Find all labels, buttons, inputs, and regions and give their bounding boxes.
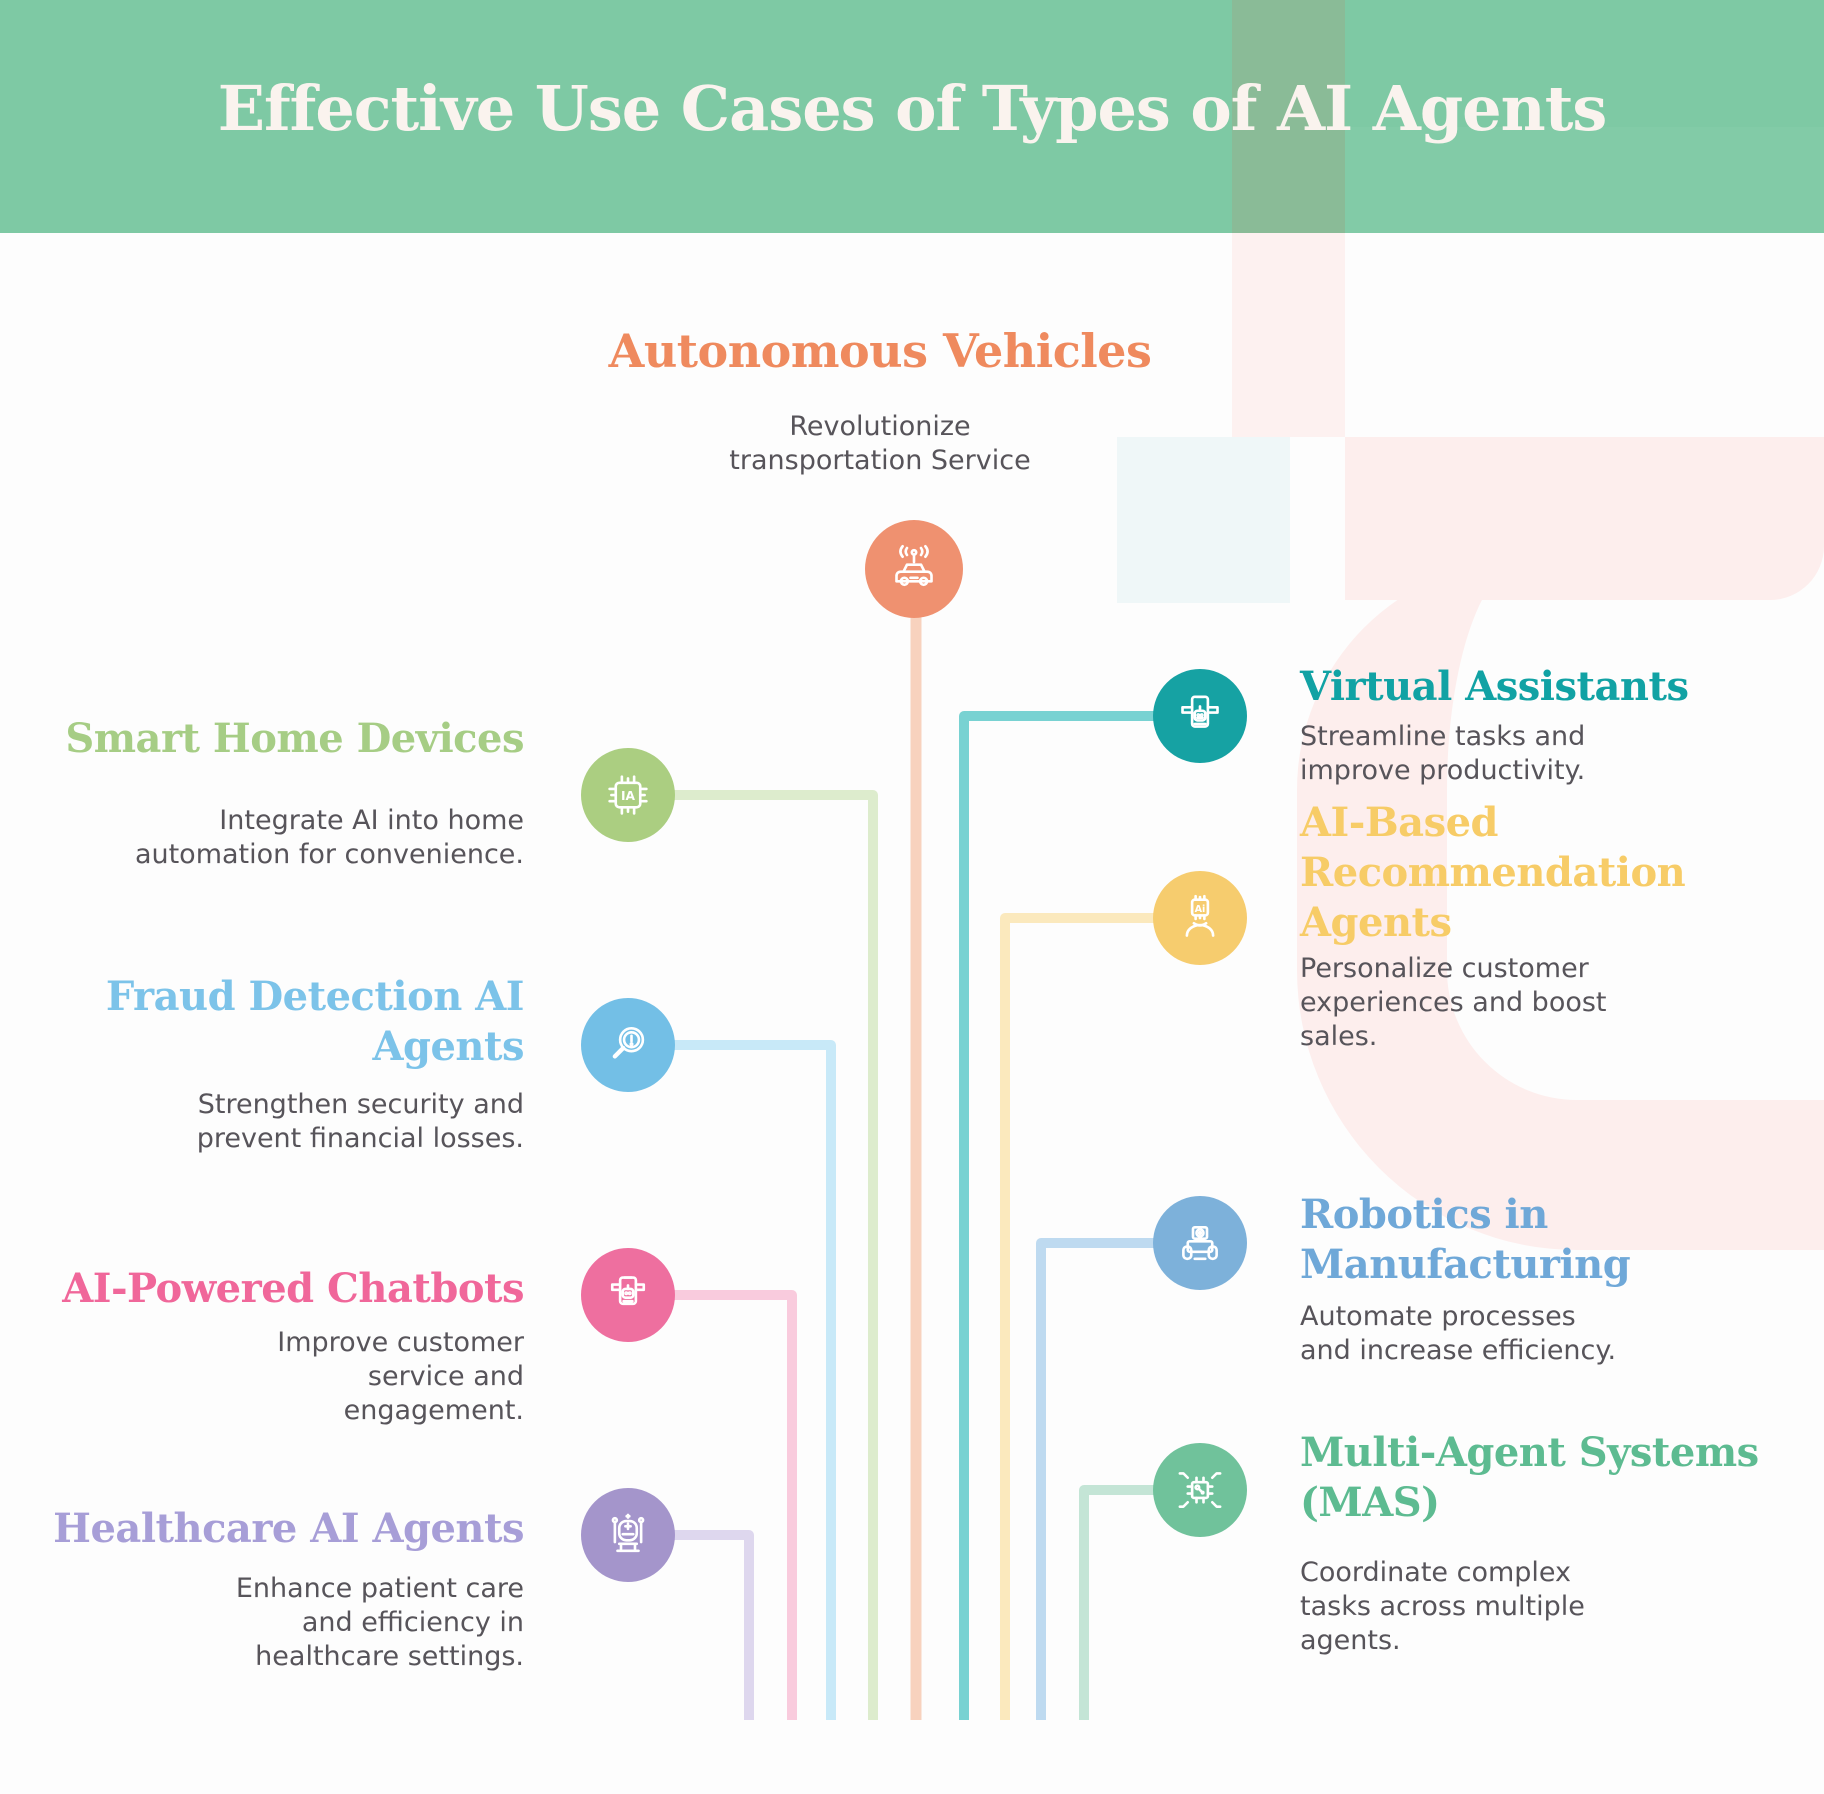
item-description-autonomous-vehicles: Revolutionize transportation Service: [729, 411, 1031, 476]
item-description-ai-recommendation: Personalize customer experiences and boo…: [1300, 953, 1607, 1052]
item-description-fraud-detection: Strengthen security and prevent financia…: [196, 1089, 524, 1154]
assistant-robot-icon: [1181, 695, 1219, 728]
decor-blue-square: [1117, 437, 1290, 603]
item-title-smart-home-devices: Smart Home Devices: [65, 715, 524, 762]
connector-ai-recommendation: [1000, 913, 1200, 1720]
page-title: Effective Use Cases of Types of AI Agent…: [217, 72, 1607, 145]
smart-home-devices-badge: IA: [581, 748, 675, 842]
header-decor-column: [1232, 0, 1345, 233]
fraud-detection-badge: [581, 998, 675, 1092]
chatbot-icon: [610, 1276, 646, 1306]
connector-robotics: [1036, 1238, 1200, 1720]
chip-label: Ai: [1195, 904, 1206, 915]
decor-pink-column: [1232, 233, 1345, 437]
header-decor-patch: [1345, 127, 1824, 233]
item-description-multi-agent-systems: Coordinate complex tasks across multiple…: [1300, 1557, 1585, 1656]
medical-robot-icon: [611, 1513, 645, 1553]
robotics-manufacturing-badge: [1153, 1196, 1247, 1290]
connector-fraud-detection: [628, 1040, 836, 1720]
autonomous-vehicles-badge: [865, 520, 963, 618]
item-title-ai-powered-chatbots: AI-Powered Chatbots: [62, 1265, 524, 1312]
item-title-fraud-detection: Fraud Detection AI Agents: [105, 973, 525, 1070]
autonomous-car-icon: [895, 544, 933, 587]
item-title-multi-agent-systems: Multi-Agent Systems (MAS): [1300, 1429, 1759, 1526]
magnifier-alert-icon: [612, 1027, 645, 1059]
item-description-virtual-assistants: Streamline tasks and improve productivit…: [1300, 721, 1586, 786]
item-title-ai-recommendation: AI-Based Recommendation Agents: [1300, 799, 1686, 946]
chip-circuit-icon: [1178, 1472, 1222, 1508]
item-title-autonomous-vehicles: Autonomous Vehicles: [608, 324, 1152, 378]
ai-powered-chatbots-badge: [581, 1248, 675, 1342]
healthcare-ai-agents-badge: [581, 1488, 675, 1582]
chip-label: IA: [621, 789, 636, 803]
virtual-assistants-badge: [1153, 669, 1247, 763]
connector-smart-home: [628, 790, 878, 1720]
multi-agent-systems-badge: [1153, 1443, 1247, 1537]
connector-chatbots: [628, 1290, 797, 1720]
item-description-smart-home-devices: Integrate AI into home automation for co…: [134, 805, 524, 870]
item-title-robotics-manufacturing: Robotics in Manufacturing: [1300, 1191, 1631, 1288]
item-description-healthcare-ai-agents: Enhance patient care and efficiency in h…: [235, 1573, 524, 1672]
ai-chip-icon: IA: [608, 775, 648, 815]
item-title-virtual-assistants: Virtual Assistants: [1300, 663, 1689, 710]
item-description-robotics-manufacturing: Automate processes and increase efficien…: [1300, 1301, 1617, 1366]
ai-persona-icon: Ai: [1185, 894, 1215, 937]
item-title-healthcare-ai-agents: Healthcare AI Agents: [53, 1505, 524, 1552]
decor-pink-rectangle: [1345, 437, 1824, 600]
connector-virtual-assistants: [959, 711, 1200, 1720]
rover-robot-icon: [1182, 1225, 1218, 1261]
item-description-ai-powered-chatbots: Improve customer service and engagement.: [277, 1327, 524, 1426]
ai-recommendation-badge: Ai: [1153, 871, 1247, 965]
